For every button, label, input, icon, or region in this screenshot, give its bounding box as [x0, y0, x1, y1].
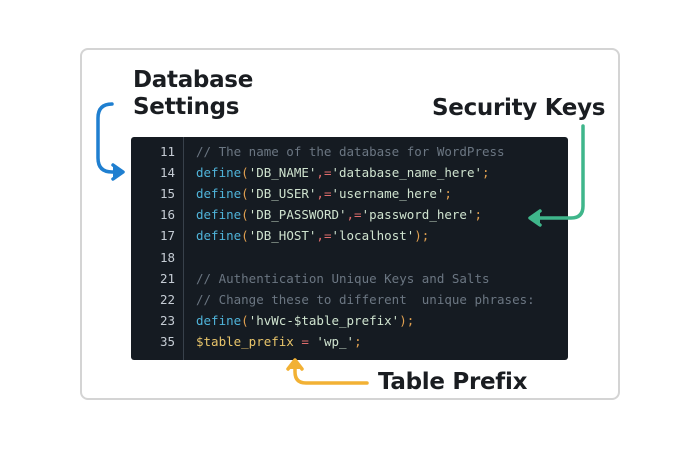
code-token: ,=	[316, 228, 332, 244]
line-number: 17	[159, 228, 175, 244]
code-token: // Change these to different unique phra…	[196, 291, 535, 307]
line-number: 16	[159, 207, 175, 223]
code-token: 'database_name_here'	[331, 165, 482, 181]
code-token: ;	[474, 207, 483, 223]
line-number: 23	[159, 312, 175, 328]
table-prefix-label: Table Prefix	[378, 369, 528, 395]
code-token: );	[414, 228, 430, 244]
code-text: // Authentication Unique Keys and Salts	[196, 268, 490, 289]
code-token: define	[196, 186, 242, 202]
code-token: // The name of the database for WordPres…	[196, 144, 505, 159]
code-text: define('DB_USER',='username_here';	[196, 183, 452, 204]
code-token: (	[241, 165, 249, 181]
code-token: );	[399, 312, 415, 328]
line-number: 14	[159, 165, 175, 181]
code-text: $table_prefix = 'wp_';	[196, 331, 362, 352]
code-token: (	[241, 312, 249, 328]
line-number: 15	[159, 186, 175, 202]
security-keys-label: Security Keys	[432, 95, 606, 121]
code-token: =	[293, 333, 317, 349]
code-token: 'wp_'	[316, 333, 355, 349]
line-number: 11	[159, 144, 175, 159]
code-token: // Authentication Unique Keys and Salts	[196, 270, 490, 286]
code-token: 'DB_HOST'	[248, 228, 317, 244]
code-token: (	[241, 228, 249, 244]
code-token: ;	[444, 186, 452, 202]
code-text: define('DB_NAME',='database_name_here';	[196, 162, 490, 183]
line-number: 22	[159, 291, 175, 307]
database-settings-label: Database Settings	[133, 67, 254, 120]
code-token: 'DB_NAME'	[248, 165, 317, 181]
code-token: 'hvWc-$table_prefix'	[248, 312, 400, 328]
code-token: (	[241, 207, 249, 223]
code-token: (	[241, 186, 249, 202]
database-settings-arrow	[96, 102, 125, 181]
code-editor: 11 // The name of the database for WordPr…	[131, 137, 568, 360]
security-keys-arrow	[528, 124, 585, 227]
code-text: define('DB_HOST',='localhost');	[196, 225, 429, 246]
code-token: 'password_here'	[361, 207, 475, 223]
code-token: define	[196, 165, 242, 181]
code-token: define	[196, 228, 242, 244]
code-token: 'DB_PASSWORD'	[248, 207, 347, 223]
code-token: ;	[354, 333, 362, 349]
code-text: // Change these to different unique phra…	[196, 289, 535, 310]
code-token: ,=	[316, 186, 332, 202]
code-token: ;	[482, 165, 490, 181]
code-token: ,=	[316, 165, 332, 181]
line-number-gutter	[131, 137, 184, 360]
line-number: 35	[159, 333, 175, 349]
code-text: // The name of the database for WordPres…	[196, 141, 505, 162]
line-number: 18	[159, 249, 175, 265]
code-token: 'DB_USER'	[248, 186, 317, 202]
table-prefix-arrow	[286, 358, 369, 385]
code-token: $table_prefix	[196, 333, 294, 349]
code-token: 'localhost'	[331, 228, 415, 244]
code-token: ,=	[346, 207, 362, 223]
code-text: define('DB_PASSWORD',='password_here';	[196, 204, 482, 225]
code-token: define	[196, 207, 242, 223]
code-token: define	[196, 312, 242, 328]
line-number: 21	[159, 270, 175, 286]
code-token: 'username_here'	[331, 186, 445, 202]
code-text: define('hvWc-$table_prefix');	[196, 310, 414, 331]
